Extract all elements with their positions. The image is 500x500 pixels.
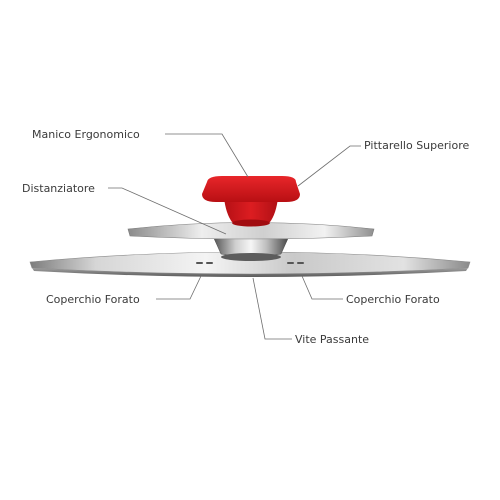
red-knob [202, 176, 300, 227]
leader-coperchio-left [156, 275, 202, 300]
spacer [211, 233, 291, 261]
leader-vite [252, 277, 292, 340]
label-pittarello-superiore: Pittarello Superiore [364, 139, 469, 152]
label-vite-passante: Vite Passante [295, 333, 369, 346]
leader-pittarello [297, 145, 361, 187]
lid-holes [196, 262, 304, 264]
label-coperchio-forato-right: Coperchio Forato [346, 293, 440, 306]
upper-disc [127, 222, 375, 240]
leader-distanziatore [108, 187, 227, 235]
perforated-lid [29, 251, 471, 277]
label-manico-ergonomico: Manico Ergonomico [32, 128, 140, 141]
label-coperchio-forato-left: Coperchio Forato [46, 293, 140, 306]
leader-lines [108, 133, 361, 340]
leader-manico [165, 133, 249, 178]
labels: Manico Ergonomico Pittarello Superiore D… [22, 128, 469, 346]
leader-coperchio-right [301, 275, 343, 300]
label-distanziatore: Distanziatore [22, 182, 95, 195]
